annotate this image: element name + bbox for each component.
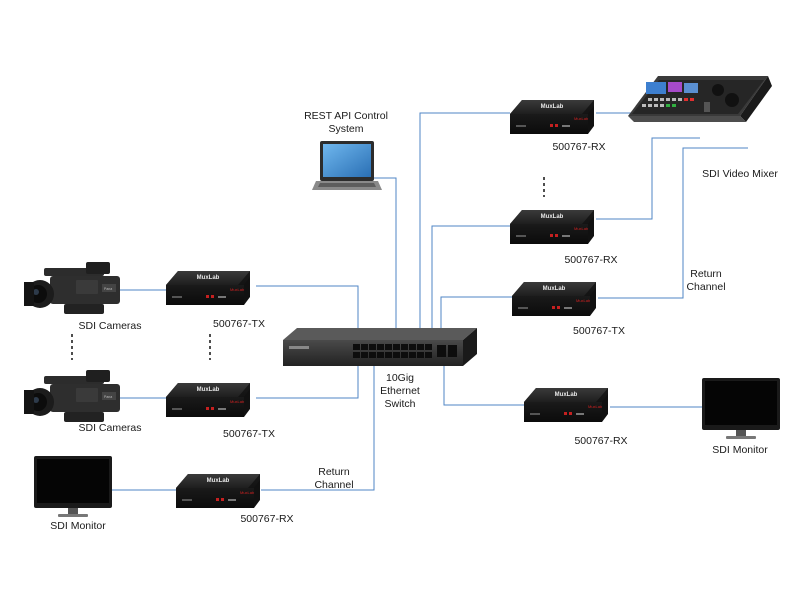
tx-right-label: 500767-TX	[573, 325, 625, 337]
sdi-camera-icon	[24, 262, 120, 314]
rest-api-label: REST API Control System	[304, 110, 388, 135]
extender-rx-icon	[524, 388, 608, 422]
rx-bottom-left-label: 500767-RX	[240, 513, 294, 525]
sdi-monitor-left-label: SDI Monitor	[50, 520, 106, 532]
extender-rx-icon	[176, 474, 260, 508]
rx-right-bottom-label: 500767-RX	[574, 435, 628, 447]
extender-tx-icon	[166, 271, 250, 305]
laptop-icon	[312, 141, 382, 190]
extender-rx-icon	[510, 100, 594, 134]
extender-tx-icon	[166, 383, 250, 417]
tx-left-top-label: 500767-TX	[213, 318, 265, 330]
tx-left-bottom-label: 500767-TX	[223, 428, 275, 440]
rx-right-top-label: 500767-RX	[552, 141, 606, 153]
video-mixer-label: SDI Video Mixer	[702, 168, 778, 180]
ethernet-switch-icon	[283, 328, 477, 366]
extender-tx-icon	[512, 282, 596, 316]
extender-rx-icon	[510, 210, 594, 244]
sdi-monitor-icon	[34, 456, 112, 517]
return-channel-left-label: Return Channel	[314, 466, 354, 491]
sdi-monitor-right-label: SDI Monitor	[712, 444, 768, 456]
sdi-camera-icon	[24, 370, 120, 422]
rx-right-mid-label: 500767-RX	[564, 254, 618, 266]
return-channel-right-label: Return Channel	[686, 268, 726, 293]
sdi-cameras-top-label: SDI Cameras	[78, 320, 142, 332]
dashed-separators	[71, 177, 545, 360]
sdi-cameras-bottom-label: SDI Cameras	[78, 422, 142, 434]
video-mixer-icon	[628, 76, 772, 122]
sdi-monitor-icon	[702, 378, 780, 439]
switch-label: 10Gig Ethernet Switch	[380, 372, 420, 410]
cables	[112, 112, 748, 491]
